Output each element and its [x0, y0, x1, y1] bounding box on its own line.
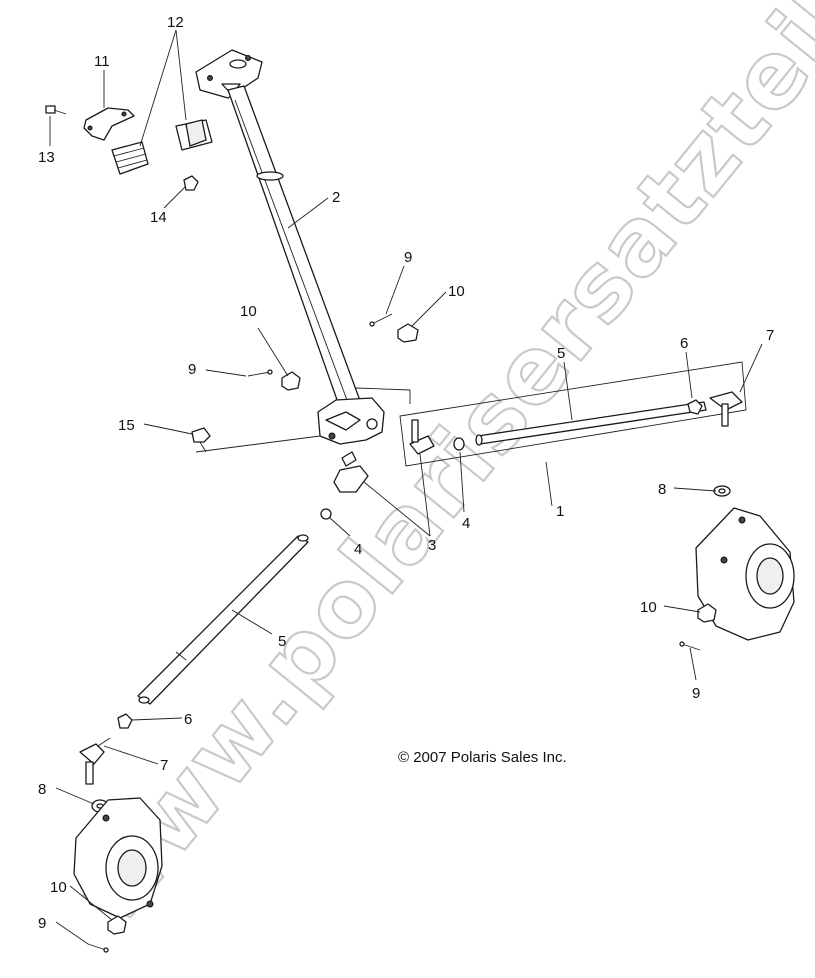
- callout-9-right: 9: [692, 685, 700, 702]
- tie-rod-end-center: [333, 451, 369, 493]
- tie-rod-end-left: [79, 737, 111, 785]
- castle-nut-right: [697, 603, 717, 623]
- callout-4-right: 4: [462, 515, 470, 532]
- clamp-bracket: [83, 107, 135, 141]
- bushing-left: [111, 141, 149, 175]
- callout-4-left: 4: [354, 541, 362, 558]
- watermark-text: www.polarisersatzteile.de: [54, 0, 815, 944]
- callout-8-left: 8: [38, 781, 46, 798]
- callout-9-top: 9: [404, 249, 412, 266]
- callout-9-left: 9: [38, 915, 46, 932]
- callout-labels: 12 11 13 14 2 9 10 10 9 15 5 6 7 1 4 4 3…: [38, 14, 774, 932]
- nut-14: [183, 175, 199, 191]
- castle-nut-left: [107, 915, 127, 935]
- steering-column: [195, 49, 411, 453]
- callout-2: 2: [332, 189, 340, 206]
- copyright-notice: © 2007 Polaris Sales Inc.: [398, 749, 567, 766]
- callout-10-mid: 10: [240, 303, 257, 320]
- bolt-13: [45, 105, 67, 115]
- callout-7-left: 7: [160, 757, 168, 774]
- cotter-pin-right: [679, 641, 701, 651]
- callout-12: 12: [167, 14, 184, 31]
- tie-rod-assembly-right: [399, 361, 747, 467]
- callout-6-left: 6: [184, 711, 192, 728]
- callout-9-mid: 9: [188, 361, 196, 378]
- castle-nut-top: [397, 323, 419, 343]
- tie-rod-left: [137, 534, 309, 705]
- callout-5-right: 5: [557, 345, 565, 362]
- callout-10-top: 10: [448, 283, 465, 300]
- callout-10-right: 10: [640, 599, 657, 616]
- callout-11: 11: [94, 53, 110, 70]
- knuckle-right: [695, 507, 795, 641]
- jam-nut-center: [320, 508, 332, 520]
- callout-3: 3: [428, 537, 436, 554]
- callout-10-left: 10: [50, 879, 67, 896]
- knuckle-left: [73, 797, 163, 919]
- callout-8-right: 8: [658, 481, 666, 498]
- bushing-right: [175, 119, 213, 151]
- washer-right: [713, 485, 731, 497]
- jam-nut-left: [117, 713, 133, 729]
- cotter-pin-top: [369, 313, 393, 327]
- callout-6-right: 6: [680, 335, 688, 352]
- callout-15: 15: [118, 417, 135, 434]
- bolt-15: [191, 427, 211, 453]
- callout-13: 13: [38, 149, 55, 166]
- castle-nut-mid: [281, 371, 301, 391]
- callout-7-right: 7: [766, 327, 774, 344]
- cotter-pin-left: [87, 943, 109, 953]
- leader-lines: [49, 29, 763, 945]
- cotter-pin-mid: [247, 369, 273, 377]
- callout-14: 14: [150, 209, 167, 226]
- callout-1: 1: [556, 503, 564, 520]
- callout-5-left: 5: [278, 633, 286, 650]
